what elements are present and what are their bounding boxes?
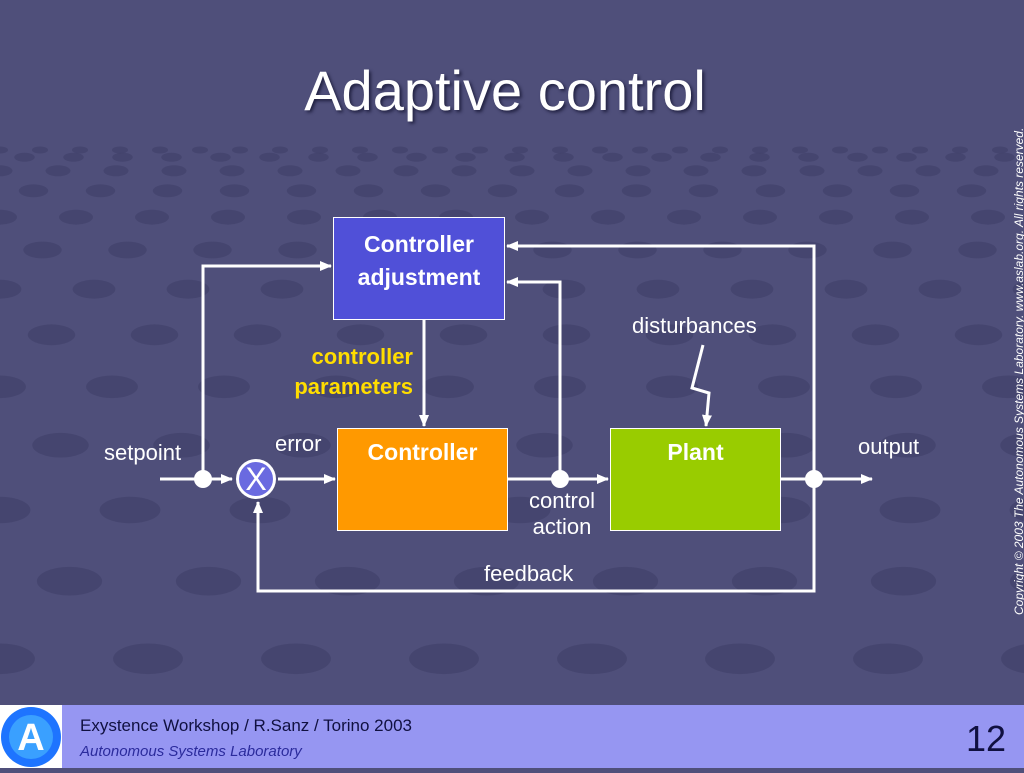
controller-label: Controller <box>368 439 478 466</box>
footer-lab-name: Autonomous Systems Laboratory <box>80 743 302 760</box>
setpoint-branch-point <box>194 470 212 488</box>
logo-icon: A <box>0 705 62 768</box>
svg-text:X: X <box>245 461 266 497</box>
disturbances-label: disturbances <box>632 313 757 339</box>
controller-adjustment-label: Controller adjustment <box>354 228 484 294</box>
plant-label: Plant <box>667 439 723 466</box>
control-action-to-adjustment-line <box>507 282 560 479</box>
copyright-notice: Copyright © 2003 The Autonomous Systems … <box>1012 75 1024 615</box>
copyright-suffix: . All rights reserved. <box>1012 128 1024 234</box>
control-action-branch-point <box>551 470 569 488</box>
control-action-label: control action <box>520 488 604 540</box>
output-branch-point <box>805 470 823 488</box>
controller-adjustment-block: Controller adjustment <box>333 217 505 320</box>
controller-block: Controller <box>337 428 508 531</box>
aslab-link[interactable]: www.aslab.org <box>1012 233 1024 311</box>
error-label: error <box>275 431 321 457</box>
page-number: 12 <box>966 718 1006 760</box>
copyright-prefix: Copyright © 2003 The Autonomous Systems … <box>1012 311 1024 615</box>
controller-parameters-label: controller parameters <box>270 342 413 402</box>
setpoint-label: setpoint <box>104 440 181 466</box>
output-label: output <box>858 434 919 460</box>
footer-workshop-text: Exystence Workshop / R.Sanz / Torino 200… <box>80 716 412 736</box>
aslab-logo: A <box>0 705 62 768</box>
disturbance-arrow <box>692 345 709 426</box>
plant-block: Plant <box>610 428 781 531</box>
summing-junction: X <box>236 459 276 499</box>
block-diagram: X <box>0 0 1024 705</box>
svg-text:A: A <box>17 717 44 759</box>
feedback-label: feedback <box>484 561 573 587</box>
